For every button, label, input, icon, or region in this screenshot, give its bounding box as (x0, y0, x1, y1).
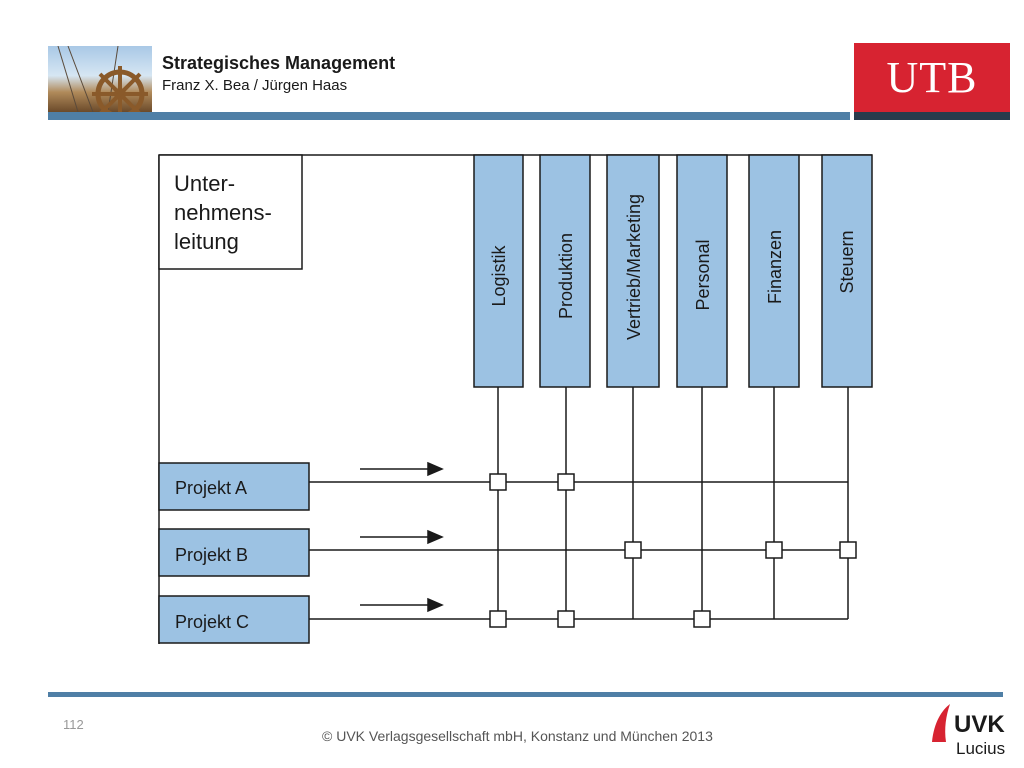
project-label-a: Projekt A (175, 478, 247, 498)
junction-b-finanzen (765, 541, 783, 559)
slide-title: Strategisches Management (162, 53, 396, 73)
function-box-logistik: Logistik (473, 154, 524, 388)
arrow-right-icon (360, 597, 444, 613)
page-number: 112 (63, 717, 84, 732)
function-box-produktion: Produktion (539, 154, 591, 388)
management-line-3: leitung (174, 229, 239, 254)
uvk-logo-text: UVK (954, 711, 1005, 738)
arrow-right-icon (360, 461, 444, 477)
utb-logo-bar (854, 112, 1010, 120)
lucius-logo-text: Lucius (956, 739, 1005, 758)
junction-c-personal (693, 610, 711, 628)
function-label-vertrieb-marketing: Vertrieb/Marketing (624, 194, 644, 340)
junction-c-produktion (557, 610, 575, 628)
junction-a-logistik (489, 473, 507, 491)
uvk-lucius-logo: UVK Lucius (932, 704, 1005, 758)
junction-c-logistik (489, 610, 507, 628)
function-box-steuern: Steuern (821, 154, 873, 388)
header-bar (48, 112, 850, 120)
function-label-steuern: Steuern (837, 230, 857, 293)
function-label-finanzen: Finanzen (765, 230, 785, 304)
function-label-produktion: Produktion (556, 233, 576, 319)
function-box-personal: Personal (676, 154, 728, 388)
junction-b-steuern (839, 541, 857, 559)
ship-wheel-icon (57, 46, 148, 112)
function-box-finanzen: Finanzen (748, 154, 800, 388)
header-image (48, 46, 152, 112)
project-box-a: Projekt A (158, 462, 310, 511)
management-line-1: Unter- (174, 171, 235, 196)
junction-b-vertrieb (624, 541, 642, 559)
slide-subtitle: Franz X. Bea / Jürgen Haas (162, 77, 348, 94)
sail-icon (932, 704, 950, 742)
management-box: Unter- nehmens- leitung (158, 154, 303, 270)
project-box-b: Projekt B (158, 528, 310, 577)
project-label-c: Projekt C (175, 612, 249, 632)
junction-a-produktion (557, 473, 575, 491)
copyright-text: © UVK Verlagsgesellschaft mbH, Konstanz … (322, 728, 713, 744)
function-box-vertrieb-marketing: Vertrieb/Marketing (606, 154, 660, 388)
project-label-b: Projekt B (175, 545, 248, 565)
project-box-c: Projekt C (158, 595, 310, 644)
management-line-2: nehmens- (174, 200, 272, 225)
function-label-personal: Personal (693, 239, 713, 310)
utb-logo: UTB (854, 43, 1010, 112)
function-label-logistik: Logistik (489, 244, 509, 306)
footer-bar (48, 692, 1003, 697)
arrow-right-icon (360, 529, 444, 545)
